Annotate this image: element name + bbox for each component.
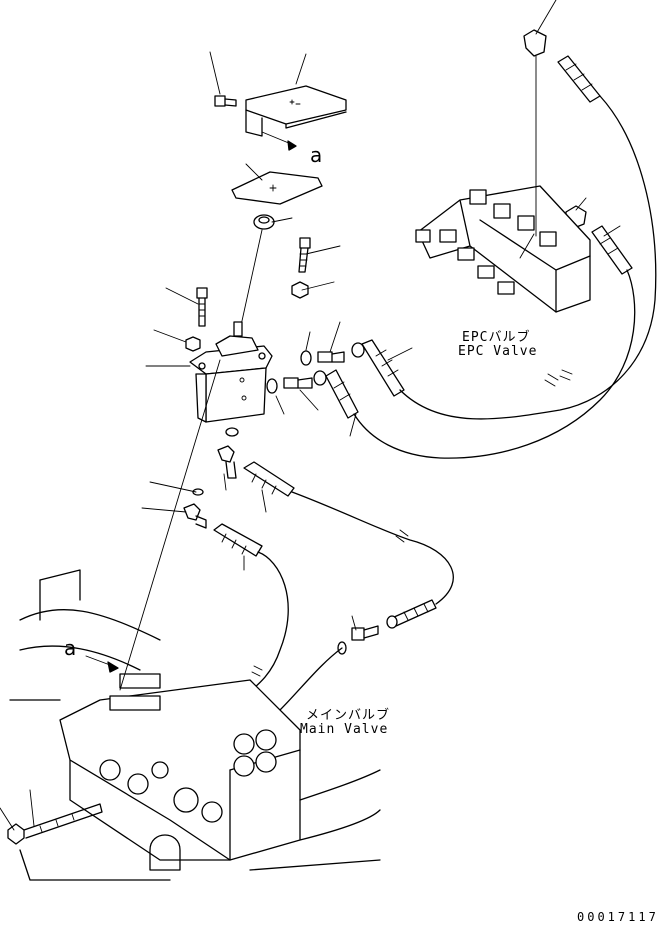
bolt-vertical-right	[298, 237, 311, 273]
bolt-top-left	[214, 95, 237, 107]
main-valve-body	[59, 673, 301, 871]
drawing-number: 00017117	[577, 910, 659, 924]
plate-gasket	[231, 171, 323, 205]
bolt-lower-left	[7, 803, 103, 845]
nut-small-left	[185, 336, 201, 352]
reference-a-top: a	[310, 143, 323, 167]
nut-top	[253, 214, 275, 230]
ppc-block	[189, 321, 273, 423]
epc-valve-body	[415, 55, 591, 313]
fitting-lower-right	[266, 370, 327, 394]
hose-end-2	[325, 369, 359, 419]
epc-valve-label-jp: EPCバルブ	[462, 330, 531, 345]
elbow-epc-top	[523, 29, 547, 57]
nut-small-right	[291, 281, 309, 299]
leader-lines	[0, 0, 621, 831]
elbow-fitting-mid	[217, 445, 237, 479]
hose-end-5	[386, 599, 437, 629]
frame-outline	[9, 569, 381, 881]
main-valve-label-en: Main Valve	[300, 722, 389, 737]
hose-end-1	[361, 339, 405, 397]
adapter-lower	[337, 625, 379, 655]
o-ring-left	[192, 488, 204, 496]
hose-end-epc-top	[557, 55, 601, 103]
hose-end-epc-right	[591, 225, 633, 275]
epc-valve-label-en: EPC Valve	[458, 344, 538, 359]
bolt-vertical-left	[196, 287, 208, 327]
hose-end-4	[213, 523, 263, 557]
reference-a-bottom: a	[64, 636, 77, 660]
fitting-upper-right	[300, 342, 365, 366]
hose-end-3	[243, 461, 295, 497]
bracket-cover	[245, 85, 347, 137]
o-ring-mid	[225, 427, 239, 437]
elbow-fitting-left	[183, 503, 207, 529]
main-valve-label-jp: メインバルブ	[306, 708, 391, 723]
